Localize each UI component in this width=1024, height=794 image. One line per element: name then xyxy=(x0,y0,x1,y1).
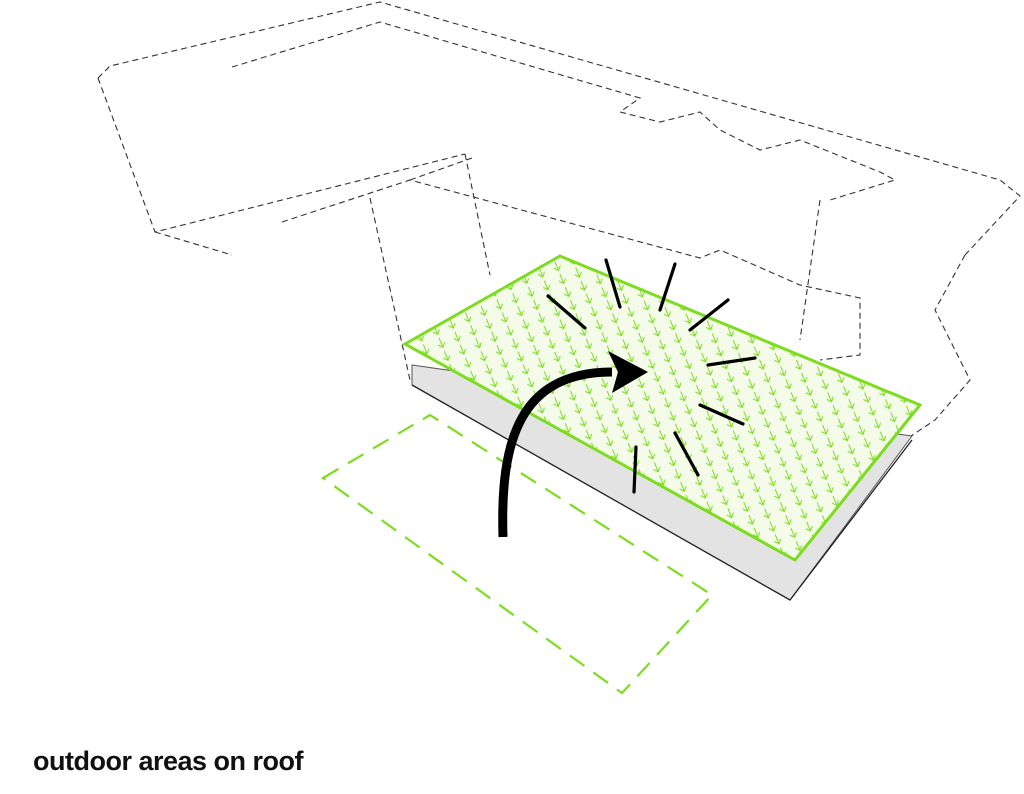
green-roof-pattern xyxy=(401,254,923,562)
burst-lines-icon xyxy=(546,258,757,494)
building-left-edge xyxy=(97,77,466,233)
building-top-edge xyxy=(97,1,1021,256)
right-wall xyxy=(799,199,821,341)
roof-slab-edge xyxy=(411,384,913,601)
right-lower xyxy=(904,254,971,441)
building-front-left xyxy=(154,231,233,256)
diagram-caption: outdoor areas on roof xyxy=(33,746,304,776)
building-outline xyxy=(97,1,1021,441)
curved-arrow-icon xyxy=(498,351,648,538)
courtyard-lower xyxy=(281,179,861,361)
left-wall xyxy=(369,197,411,381)
courtyard-upper xyxy=(231,21,897,201)
back-inner xyxy=(409,157,473,181)
inner-wall xyxy=(464,153,491,276)
